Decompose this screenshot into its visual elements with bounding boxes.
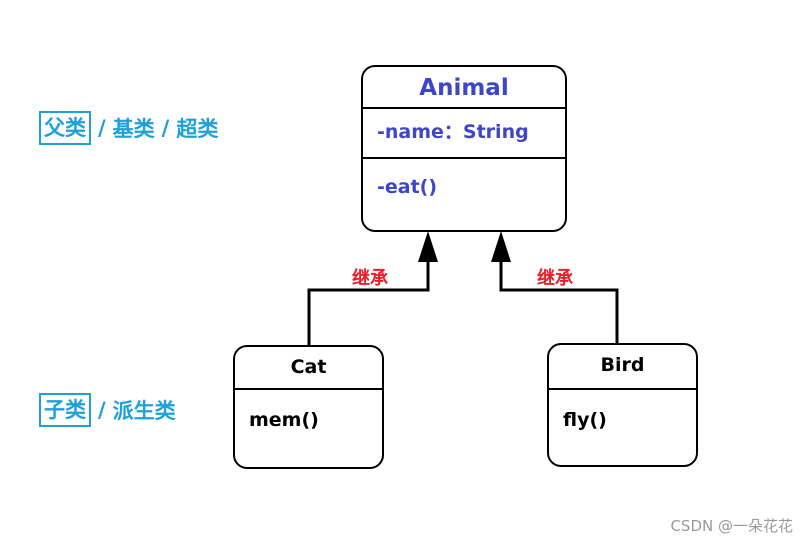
watermark: CSDN @一朵花花 <box>670 517 793 535</box>
class-animal-name: Animal <box>419 75 509 101</box>
class-cat: Cat mem() <box>233 345 384 469</box>
cat-inheritance-arrowhead <box>418 231 438 262</box>
bird-inheritance-arrowhead <box>491 231 511 262</box>
superclass-separator-1: / <box>98 116 106 140</box>
class-animal: Animal -name：String -eat() <box>361 65 567 232</box>
superclass-term-boxed: 父类 <box>39 111 91 145</box>
superclass-label: 父类 / 基类 / 超类 <box>39 111 218 145</box>
class-cat-operation: mem() <box>235 388 382 467</box>
cat-inheritance-label: 继承 <box>352 268 388 289</box>
subclass-separator-1: / <box>98 398 106 422</box>
subclass-label: 子类 / 派生类 <box>39 393 176 427</box>
bird-inheritance-line <box>499 262 619 343</box>
superclass-separator-2: / <box>161 116 170 140</box>
subclass-term-alt-1: 派生类 <box>112 399 176 423</box>
bird-inheritance-label: 继承 <box>537 268 573 289</box>
superclass-term-alt-1: 基类 <box>112 117 155 141</box>
class-bird-name: Bird <box>600 354 645 376</box>
subclass-term-boxed: 子类 <box>39 393 91 427</box>
class-cat-name: Cat <box>290 356 327 378</box>
cat-inheritance-line <box>307 262 430 345</box>
class-animal-operation: -eat() <box>363 157 565 230</box>
class-bird-operation: fly() <box>549 388 696 465</box>
class-animal-attribute: -name：String <box>363 107 565 157</box>
superclass-term-alt-2: 超类 <box>176 117 219 141</box>
class-bird: Bird fly() <box>547 343 698 467</box>
